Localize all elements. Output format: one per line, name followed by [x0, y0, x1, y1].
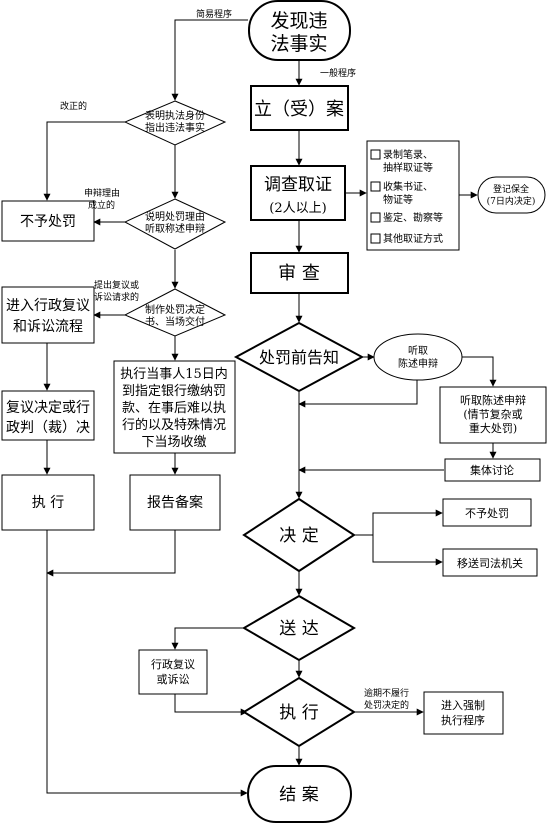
exec-left-node	[1, 474, 95, 531]
admin-review-text-1: 进入行政复议	[6, 297, 90, 314]
reconsider-text-2: 或诉讼	[157, 673, 190, 686]
appeal-label-1: 提出复议或	[94, 279, 139, 291]
investigate-text-1: 调查取证	[264, 175, 332, 195]
payment-node	[113, 360, 236, 454]
transfer-judicial-text: 移送司法机关	[457, 556, 523, 570]
case-filing-node	[250, 85, 349, 131]
serve-node	[242, 594, 356, 662]
review-result-node	[1, 390, 95, 441]
investigate-text-2: (2人以上)	[269, 201, 326, 216]
payment-text-3: 款、在事后难以执	[122, 401, 226, 416]
evidence-methods-node	[366, 140, 460, 251]
explain-text-2: 听取称述申辩	[145, 222, 205, 235]
explain-text-1: 说明处罚理由	[145, 210, 205, 223]
explain-node	[123, 198, 227, 250]
review-result-text-2: 政判（裁）决	[6, 420, 90, 436]
checkbox-icon	[370, 212, 381, 223]
group-discussion-node	[444, 458, 541, 482]
case-text: 立（受）案	[254, 99, 344, 120]
enforce-text-1: 进入强制	[441, 699, 485, 712]
show-id-text-2: 指出违法事实	[145, 121, 205, 134]
notify-text: 处罚前告知	[259, 348, 339, 367]
make-decision-text-1: 制作处罚决定	[145, 303, 205, 316]
payment-text-4: 行的以及特殊情况	[122, 417, 226, 433]
reconsider-text-1: 行政复议	[151, 657, 195, 671]
evidence-text-1b: 抽样取证等	[383, 161, 433, 174]
transfer-judicial-node	[442, 548, 538, 577]
execute-node	[242, 676, 356, 748]
hearing-box-node	[439, 386, 547, 444]
general-procedure-label: 一般程序	[320, 67, 356, 79]
serve-text: 送 达	[279, 619, 318, 639]
evidence-text-2b: 物证等	[383, 193, 413, 206]
admin-review-node	[1, 286, 95, 344]
make-decision-node	[123, 288, 227, 337]
corrected-label: 改正的	[60, 100, 87, 112]
no-penalty-right-text: 不予处罚	[465, 507, 509, 520]
evidence-text-3: 鉴定、勘察等	[383, 211, 443, 224]
hearing-oval-text-2: 陈述申辩	[398, 357, 438, 370]
notify-node	[233, 321, 365, 393]
defense-label-1: 申辩理由	[84, 187, 120, 199]
overdue-label-1: 逾期不履行	[364, 687, 409, 699]
report-node	[129, 474, 221, 531]
hearing-box-text-2: (情节复杂或	[463, 407, 522, 421]
start-text-1: 发现违	[270, 10, 327, 32]
hearing-oval-node	[373, 333, 463, 381]
investigation-node	[250, 165, 346, 221]
no-penalty-left-text: 不予处罚	[20, 214, 76, 230]
preserve-text-2: (7日内决定)	[487, 195, 536, 207]
decide-text: 决 定	[279, 526, 318, 546]
decide-node	[242, 497, 356, 573]
preserve-node	[477, 176, 546, 214]
hearing-box-text-1: 听取陈述申辩	[460, 393, 526, 407]
payment-text-5: 下当场收缴	[141, 435, 206, 450]
review-result-text-1: 复议决定或行	[6, 399, 90, 416]
execute-text: 执 行	[279, 703, 318, 723]
report-text: 报告备案	[147, 494, 203, 511]
simple-procedure-label: 简易程序	[196, 8, 232, 20]
overdue-label-2: 处罚决定的	[364, 699, 409, 711]
close-node	[247, 765, 352, 823]
start-node	[248, 0, 351, 61]
review-node	[250, 252, 349, 294]
payment-text-2: 到指定银行缴纳罚	[122, 384, 226, 399]
defense-label-2: 成立的	[88, 199, 115, 211]
hearing-box-text-3: 重大处罚)	[469, 421, 517, 435]
no-penalty-left-node	[1, 200, 95, 242]
close-text: 结 案	[279, 785, 318, 805]
checkbox-icon	[370, 149, 381, 160]
exec-left-text: 执 行	[32, 495, 64, 511]
enforce-node	[423, 691, 504, 735]
group-discussion-text: 集体讨论	[470, 463, 514, 477]
show-id-node	[123, 100, 227, 146]
appeal-label-2: 诉讼请求的	[94, 291, 139, 303]
payment-text-1: 执行当事人15日内	[120, 366, 228, 382]
no-penalty-right-node	[442, 498, 532, 527]
review-text: 审 查	[278, 263, 320, 284]
reconsider-node	[138, 649, 208, 695]
evidence-text-1: 录制笔录、	[383, 148, 433, 161]
preserve-text-1: 登记保全	[493, 183, 529, 195]
make-decision-text-2: 书、当场交付	[145, 315, 205, 328]
show-id-text-1: 表明执法身份	[145, 109, 205, 122]
hearing-oval-text-1: 听取	[408, 345, 428, 357]
admin-review-text-2: 和诉讼流程	[13, 319, 83, 335]
checkbox-icon	[370, 181, 381, 192]
evidence-text-2: 收集书证、	[383, 180, 433, 193]
enforce-text-2: 执行程序	[441, 713, 485, 727]
evidence-text-4: 其他取证方式	[383, 232, 443, 245]
checkbox-icon	[370, 233, 381, 244]
start-text-2: 法事实	[270, 33, 327, 55]
